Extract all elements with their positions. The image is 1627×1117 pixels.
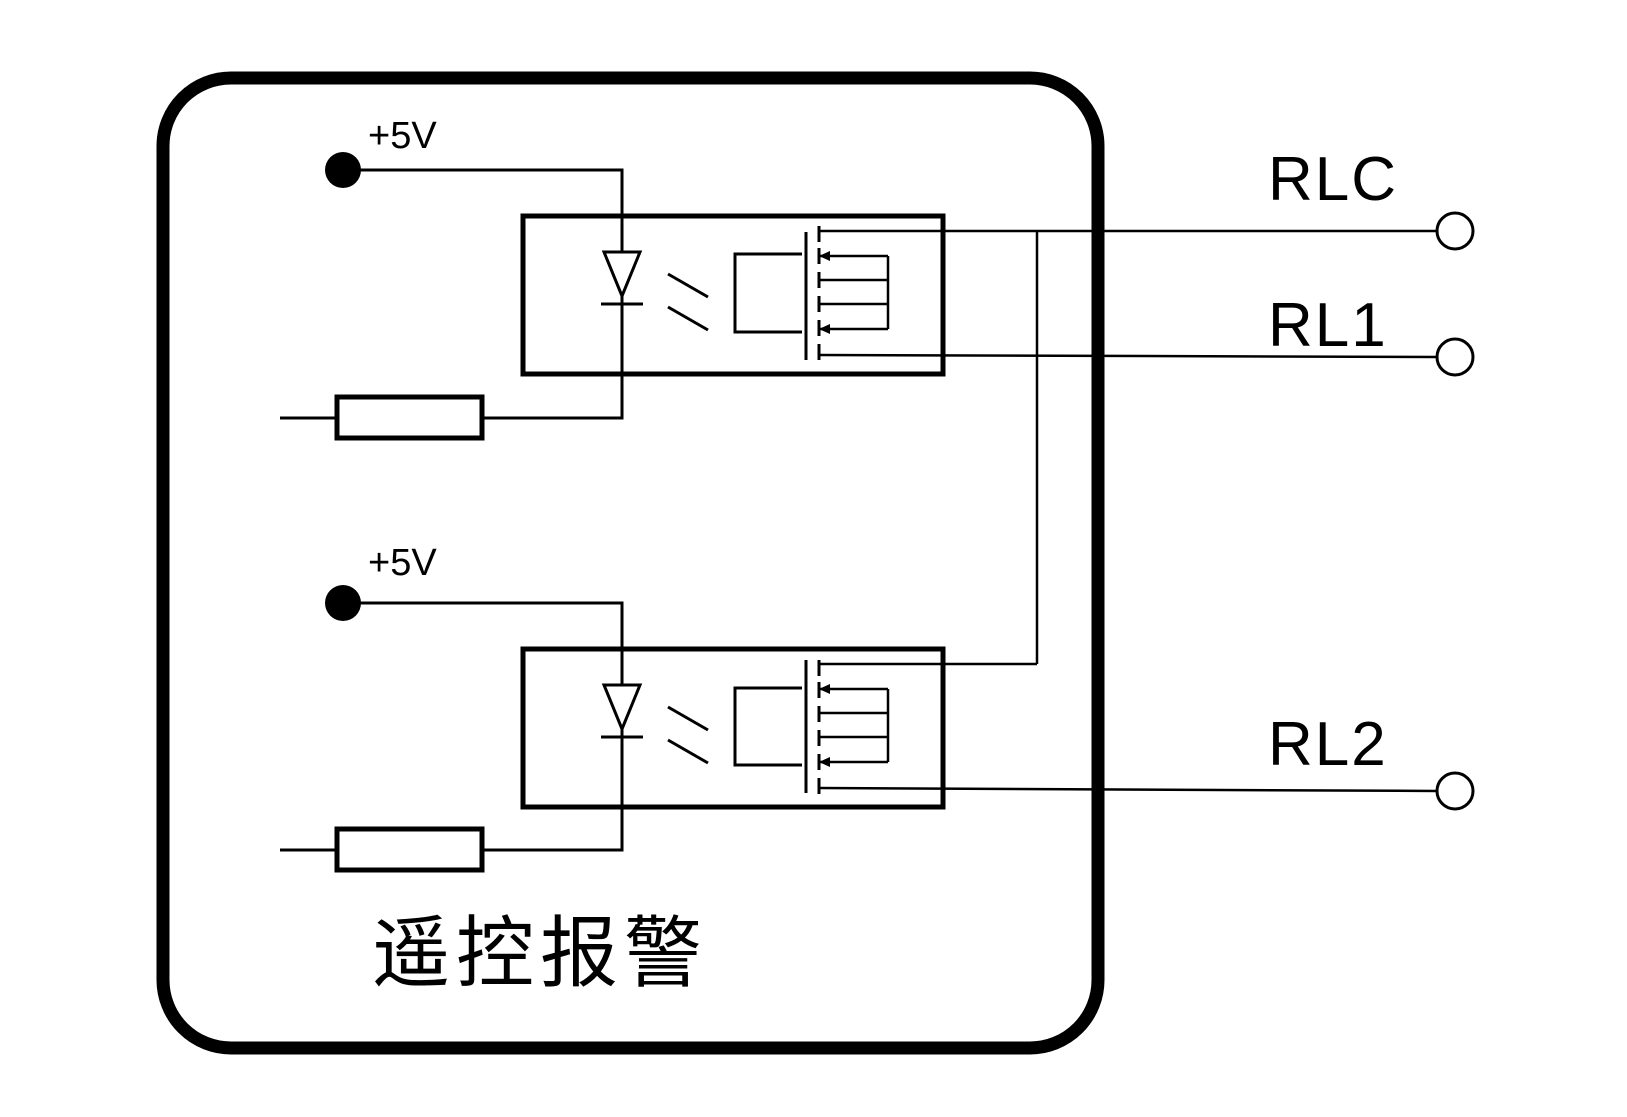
light-ray-2a xyxy=(667,705,709,732)
opto-relay-box-2 xyxy=(520,646,946,810)
resistor-1 xyxy=(334,394,485,441)
terminal-rl1: RL1 xyxy=(1268,291,1475,377)
terminal-rl2: RL2 xyxy=(1268,710,1475,811)
supply-wire-1 xyxy=(343,168,624,252)
led-diode-2 xyxy=(601,683,643,733)
led-diode-1 xyxy=(601,250,643,300)
supply-label-2: +5V xyxy=(368,542,437,584)
terminal-rl2-circle xyxy=(1435,771,1475,811)
terminal-rl1-label: RL1 xyxy=(1268,291,1388,360)
light-ray-1b xyxy=(667,305,709,332)
terminal-rlc-label: RLC xyxy=(1268,145,1398,214)
enclosure-outline xyxy=(156,71,1105,1055)
terminal-rl1-circle xyxy=(1435,337,1475,377)
supply-label-1: +5V xyxy=(368,115,437,157)
light-ray-2b xyxy=(667,738,709,765)
resistor-2 xyxy=(334,826,485,873)
channel-2: +5V xyxy=(280,542,1438,873)
supply-wire-2 xyxy=(343,601,624,685)
light-ray-1a xyxy=(667,272,709,299)
cathode-wire-2 xyxy=(482,737,624,852)
mosfet-gate-1 xyxy=(733,252,802,334)
cathode-wire-1 xyxy=(482,304,624,420)
opto-relay-box-1 xyxy=(520,213,946,377)
mosfet-1 xyxy=(733,226,1438,360)
channel-1: +5V xyxy=(280,115,1438,441)
mosfet-gate-2 xyxy=(733,686,802,767)
mosfet-2 xyxy=(733,660,1438,794)
terminal-rl2-label: RL2 xyxy=(1268,710,1388,779)
enclosure-title: 遥控报警 xyxy=(372,909,708,999)
terminal-rlc: RLC xyxy=(1268,145,1475,251)
terminal-rlc-circle xyxy=(1435,211,1475,251)
